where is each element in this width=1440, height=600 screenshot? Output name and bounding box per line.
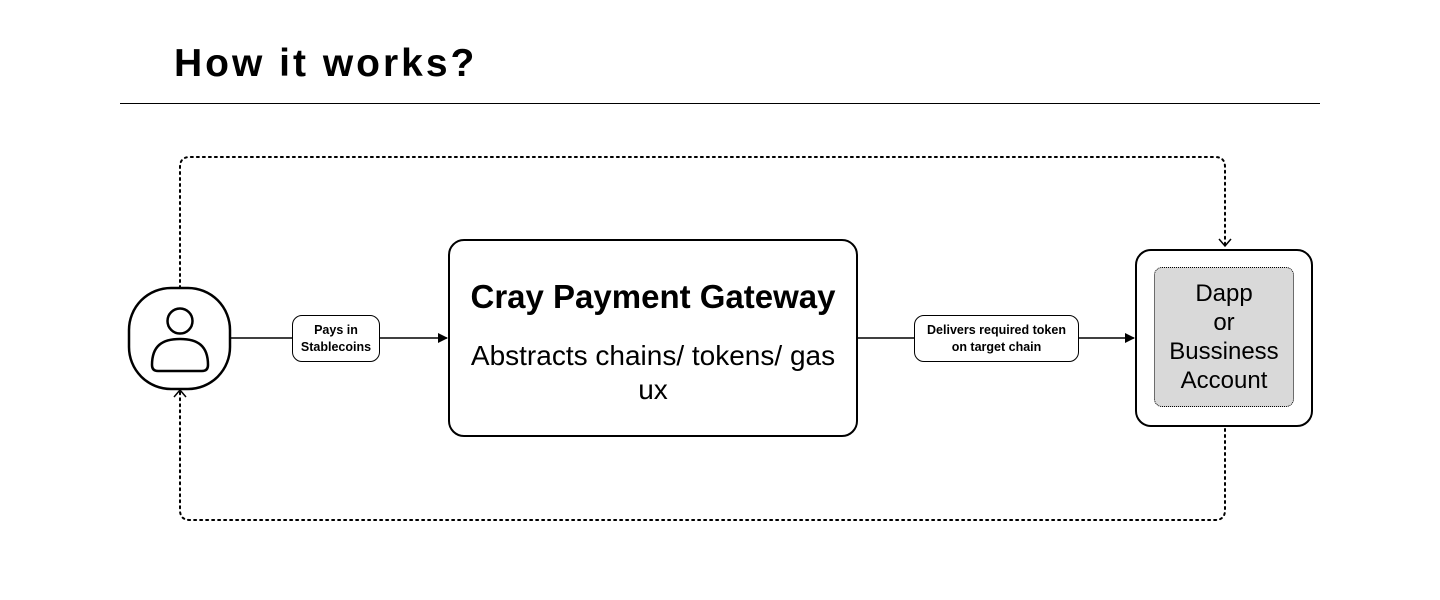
- delivers-label-line1: Delivers required token: [927, 322, 1066, 337]
- page-title: How it works?: [174, 42, 478, 85]
- payment-gateway-box: Cray Payment Gateway Abstracts chains/ t…: [448, 239, 858, 437]
- destination-line3: Bussiness: [1169, 338, 1279, 365]
- destination-line4: Account: [1180, 367, 1268, 394]
- gateway-subtitle: Abstracts chains/ tokens/ gas ux: [470, 340, 836, 405]
- pays-in-stablecoins-label: Pays in Stablecoins: [292, 315, 380, 362]
- gateway-title: Cray Payment Gateway: [470, 278, 836, 315]
- user-node: [127, 286, 232, 391]
- destination-inner-box: Dapp or Bussiness Account: [1154, 267, 1294, 407]
- pays-label-line2: Stablecoins: [300, 339, 372, 354]
- dotted-loop-bottom: [179, 391, 1226, 521]
- dotted-loop-top-arrowhead: [1218, 238, 1232, 248]
- destination-line1: Dapp: [1195, 280, 1253, 307]
- title-divider: [120, 103, 1320, 104]
- destination-line2: or: [1213, 309, 1235, 336]
- delivers-label-line2: on target chain: [951, 339, 1042, 354]
- pays-label-line1: Pays in: [314, 322, 358, 337]
- delivers-token-label: Delivers required token on target chain: [914, 315, 1079, 362]
- dotted-loop-top: [179, 156, 1226, 289]
- user-icon: [150, 307, 210, 373]
